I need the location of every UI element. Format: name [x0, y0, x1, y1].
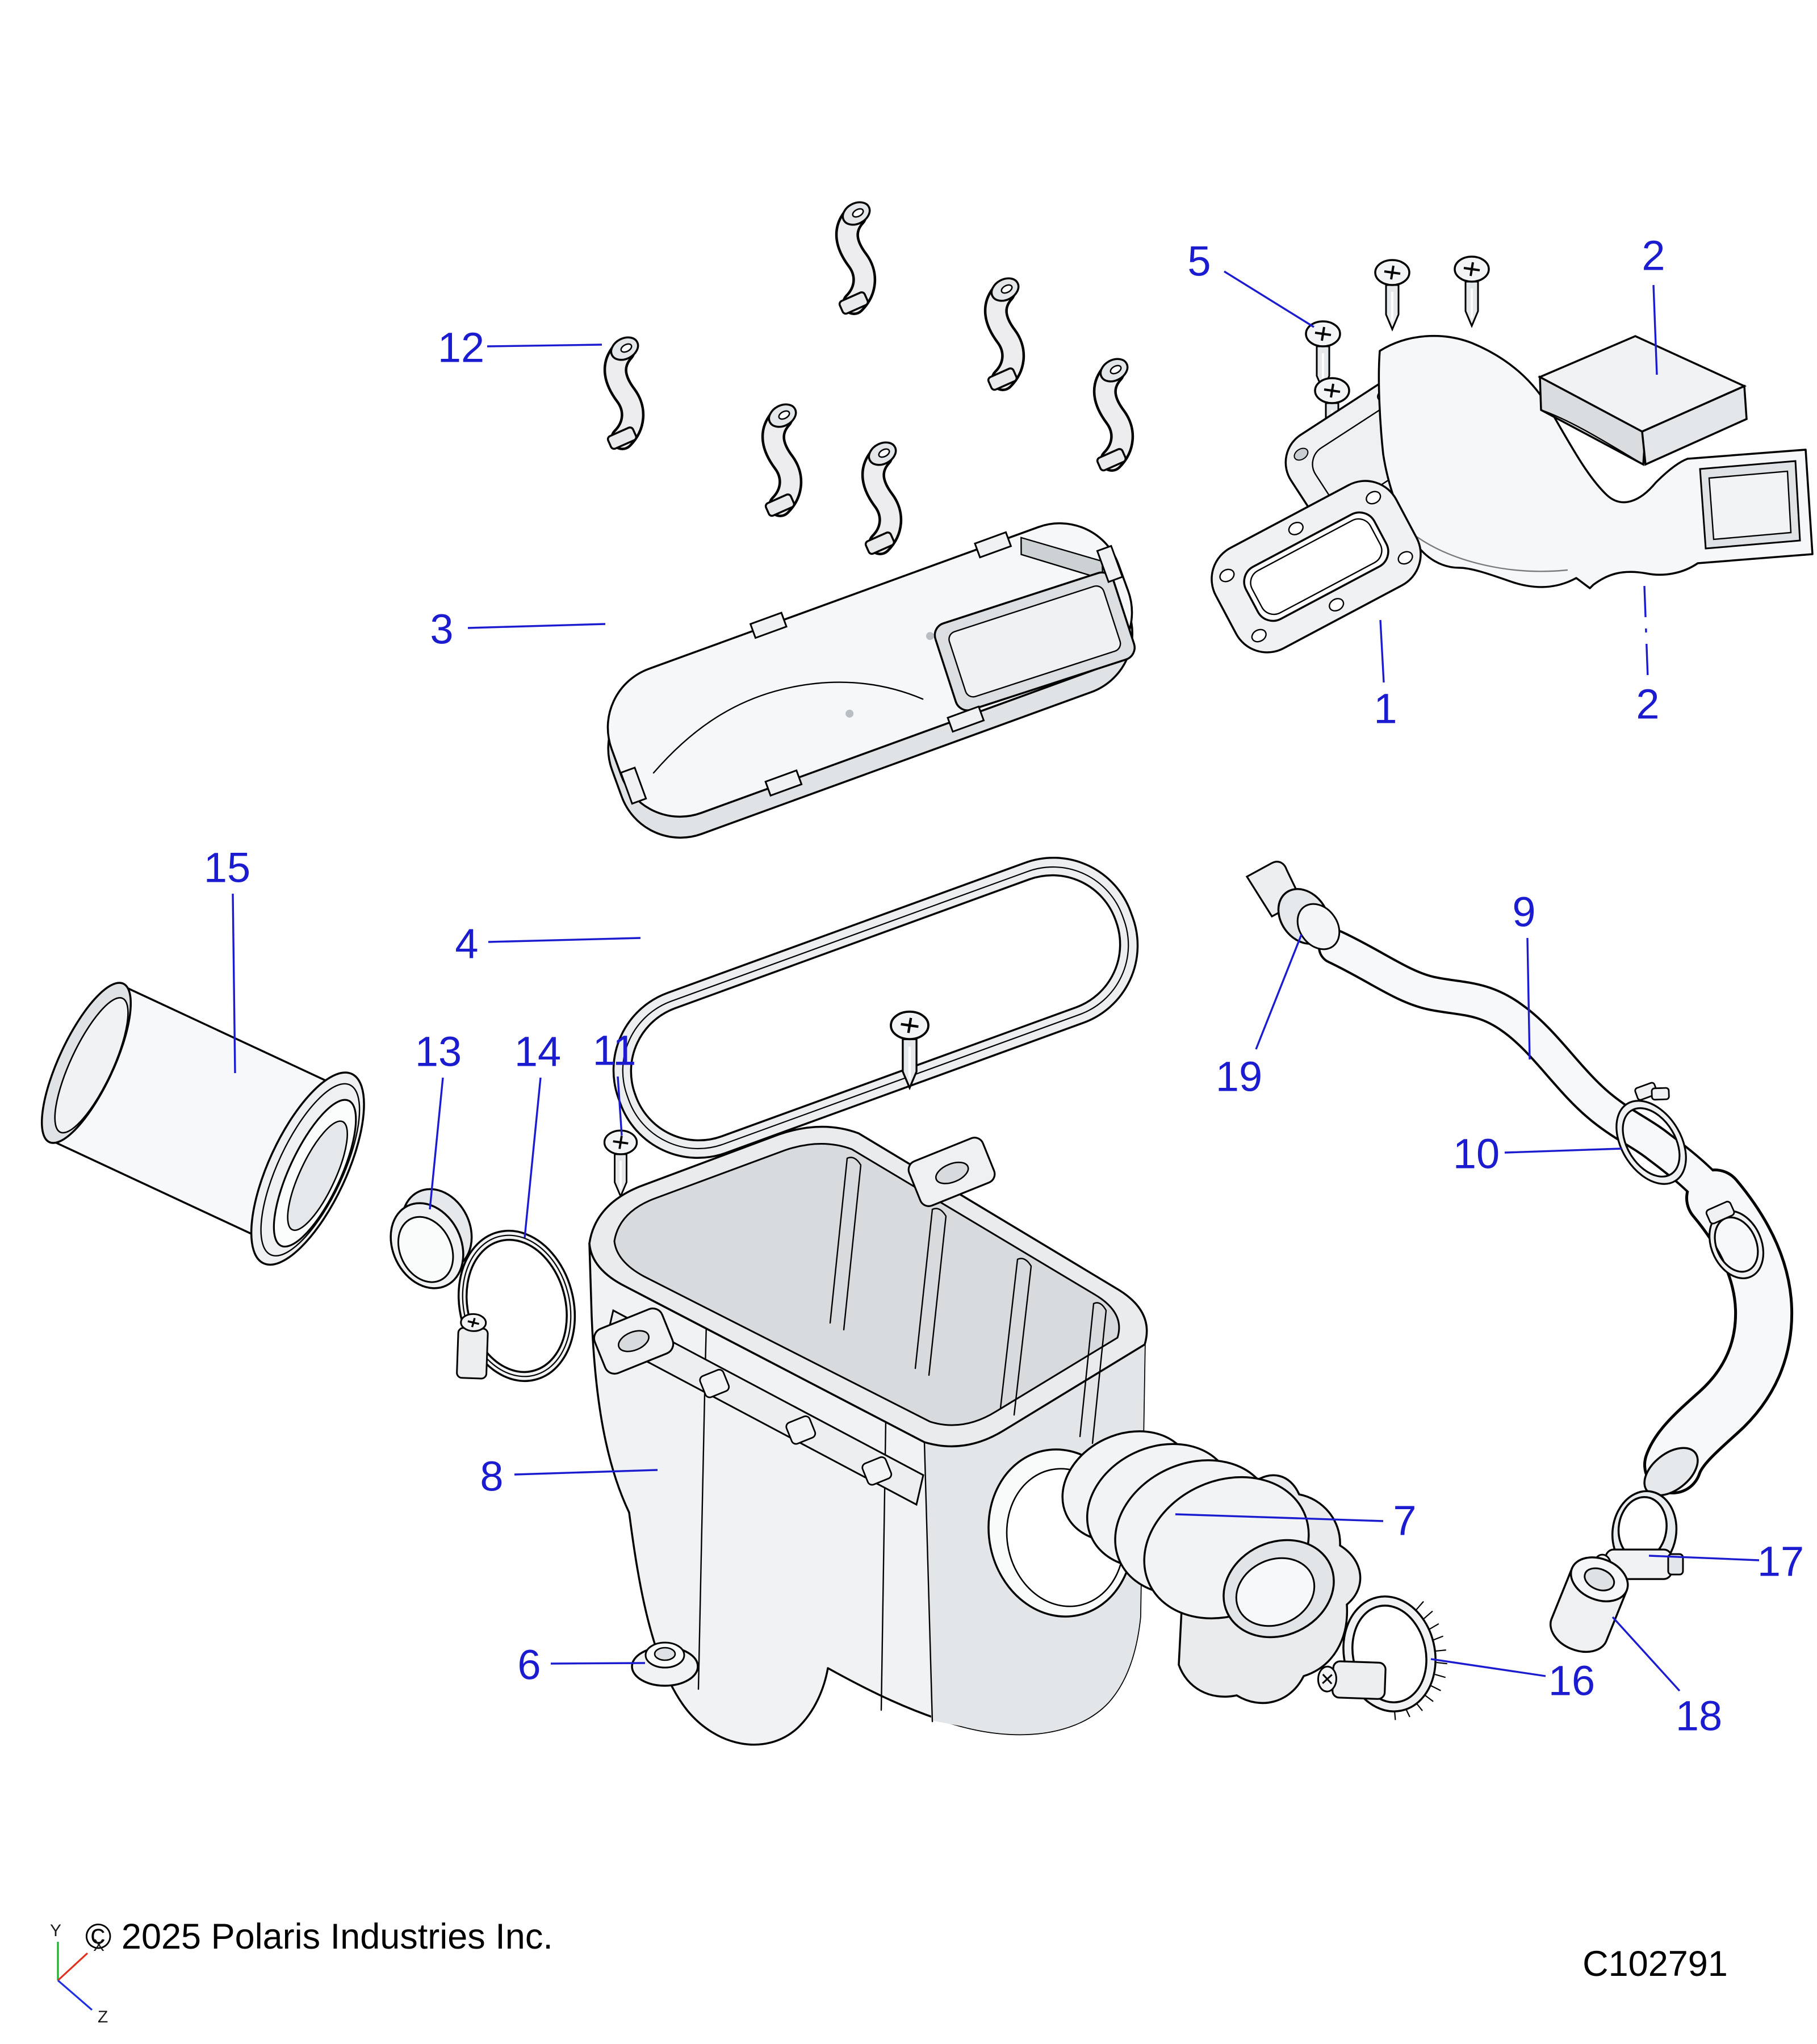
callout-leader-5	[1224, 270, 1314, 328]
callout-label-2b: 2	[1636, 681, 1659, 728]
axis-x-label: X	[93, 1936, 104, 1955]
callout-label-14: 14	[514, 1028, 561, 1075]
callout-leader-9	[1526, 937, 1531, 1060]
callout-label-8: 8	[480, 1453, 503, 1500]
callout-leader-15	[232, 893, 236, 1074]
vent-hose-drawing	[1245, 861, 1794, 1497]
callout-leader-10	[1504, 1147, 1622, 1154]
callout-label-9: 9	[1512, 889, 1535, 936]
callout-leader-13	[429, 1077, 444, 1210]
callout-leader-11	[617, 1076, 623, 1136]
callout-label-1: 1	[1374, 685, 1397, 732]
callout-label-19: 19	[1216, 1053, 1262, 1100]
foam-pad-drawing	[1537, 335, 1748, 466]
callout-leader-6	[550, 1662, 646, 1665]
callout-label-17: 17	[1757, 1538, 1804, 1585]
callout-leader-17	[1648, 1555, 1760, 1561]
coupling-sleeve-drawing	[390, 1188, 473, 1289]
callout-leader-12	[487, 344, 602, 347]
cover-seal-drawing	[612, 856, 1139, 1159]
callout-leader-2b	[1643, 585, 1649, 678]
airbox-cover-drawing	[606, 522, 1136, 839]
grommet-drawing	[631, 1641, 699, 1687]
callout-label-11: 11	[593, 1027, 637, 1074]
callout-label-2a: 2	[1642, 232, 1665, 279]
callout-leader-2a	[1652, 284, 1658, 375]
callout-label-6: 6	[517, 1641, 541, 1689]
callout-label-5: 5	[1187, 238, 1211, 285]
diagram-code-text: C102791	[1582, 1944, 1728, 1984]
axis-y-label: Y	[50, 1921, 61, 1940]
bushing-drawing	[1550, 1556, 1629, 1653]
axis-triad: Y X Z	[50, 1921, 108, 2026]
callout-leader-14	[524, 1077, 542, 1238]
axis-x-line	[57, 1952, 89, 1982]
callout-label-10: 10	[1453, 1130, 1500, 1178]
callout-leader-1	[1379, 619, 1385, 683]
callout-label-4: 4	[455, 920, 478, 967]
callout-label-3: 3	[430, 606, 453, 653]
copyright-text: © 2025 Polaris Industries Inc.	[85, 1917, 553, 1957]
callout-label-16: 16	[1548, 1657, 1595, 1704]
callout-label-7: 7	[1393, 1497, 1416, 1544]
callout-leader-4	[488, 937, 641, 943]
callout-leader-8	[514, 1469, 658, 1476]
callout-leader-19	[1255, 934, 1303, 1050]
hose-clamp-16-drawing	[1317, 1595, 1447, 1720]
air-filter-drawing	[40, 982, 365, 1266]
callout-leader-7	[1175, 1513, 1384, 1522]
callout-label-15: 15	[204, 844, 250, 891]
callout-leader-18	[1611, 1616, 1681, 1692]
hose-clamp-14-drawing	[456, 1230, 576, 1382]
axis-z-label: Z	[98, 2008, 108, 2026]
airbox-screw-drawing	[603, 1129, 638, 1197]
callout-label-13: 13	[415, 1028, 462, 1075]
spring-clips-drawing	[607, 198, 1132, 555]
axis-z-line	[57, 1979, 93, 2011]
callout-label-18: 18	[1676, 1693, 1722, 1740]
intake-gasket-drawing	[1211, 480, 1422, 654]
intake-boot-drawing	[1061, 1430, 1362, 1704]
callout-leader-3	[467, 623, 606, 629]
callout-label-12: 12	[438, 324, 484, 371]
callout-leader-16	[1430, 1658, 1546, 1677]
